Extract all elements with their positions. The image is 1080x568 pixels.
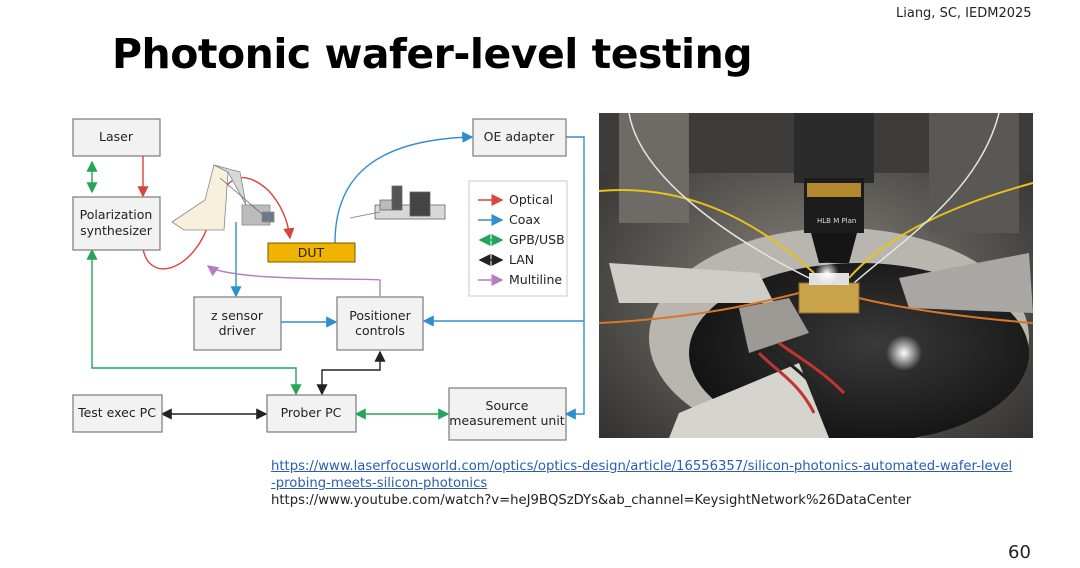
- polarization-label-1: Polarization: [80, 207, 153, 222]
- citation: Liang, SC, IEDM2025: [896, 6, 1032, 21]
- legend-lan-label: LAN: [509, 252, 534, 267]
- z-sensor-label-1: z sensor: [211, 308, 264, 323]
- link-prober-positioner-lan: [322, 352, 380, 394]
- video-link: https://www.youtube.com/watch?v=heJ9BQSz…: [271, 492, 1012, 509]
- link-dut-oe-coax: [335, 137, 472, 243]
- legend-coax-label: Coax: [509, 212, 540, 227]
- positioner-label-2: controls: [355, 323, 405, 338]
- polarization-label-2: synthesizer: [80, 223, 153, 238]
- article-link-line1[interactable]: https://www.laserfocusworld.com/optics/o…: [271, 458, 1012, 475]
- test-exec-label: Test exec PC: [77, 405, 156, 420]
- smu-label-1: Source: [486, 398, 529, 413]
- link-oe-smu-coax: [566, 137, 584, 414]
- smu-label-2: measurement unit: [449, 413, 564, 428]
- block-diagram: Laser Polarization synthesizer OE adapte…: [60, 108, 590, 448]
- legend-optical-label: Optical: [509, 192, 553, 207]
- oe-adapter-label: OE adapter: [484, 129, 555, 144]
- article-link-line2[interactable]: -probing-meets-silicon-photonics: [271, 475, 1012, 492]
- probe-station-drawing: [172, 165, 274, 230]
- laser-label: Laser: [99, 129, 134, 144]
- z-sensor-label-2: driver: [219, 323, 257, 338]
- link-positioner-probe-multiline: [208, 266, 380, 296]
- legend: Optical Coax GPB/USB LAN Multiline: [469, 181, 567, 296]
- page-number: 60: [1008, 542, 1031, 563]
- instrument-drawing: [350, 186, 445, 219]
- dut-label: DUT: [298, 245, 325, 260]
- prober-label: Prober PC: [281, 405, 342, 420]
- objective-label: HLB M Plan: [817, 217, 856, 225]
- positioner-label-1: Positioner: [349, 308, 411, 323]
- source-links: https://www.laserfocusworld.com/optics/o…: [271, 458, 1012, 509]
- legend-gpb-label: GPB/USB: [509, 232, 565, 247]
- slide-title: Photonic wafer-level testing: [112, 30, 752, 78]
- legend-multiline-label: Multiline: [509, 272, 562, 287]
- probe-station-photo: HLB M Plan: [599, 113, 1033, 438]
